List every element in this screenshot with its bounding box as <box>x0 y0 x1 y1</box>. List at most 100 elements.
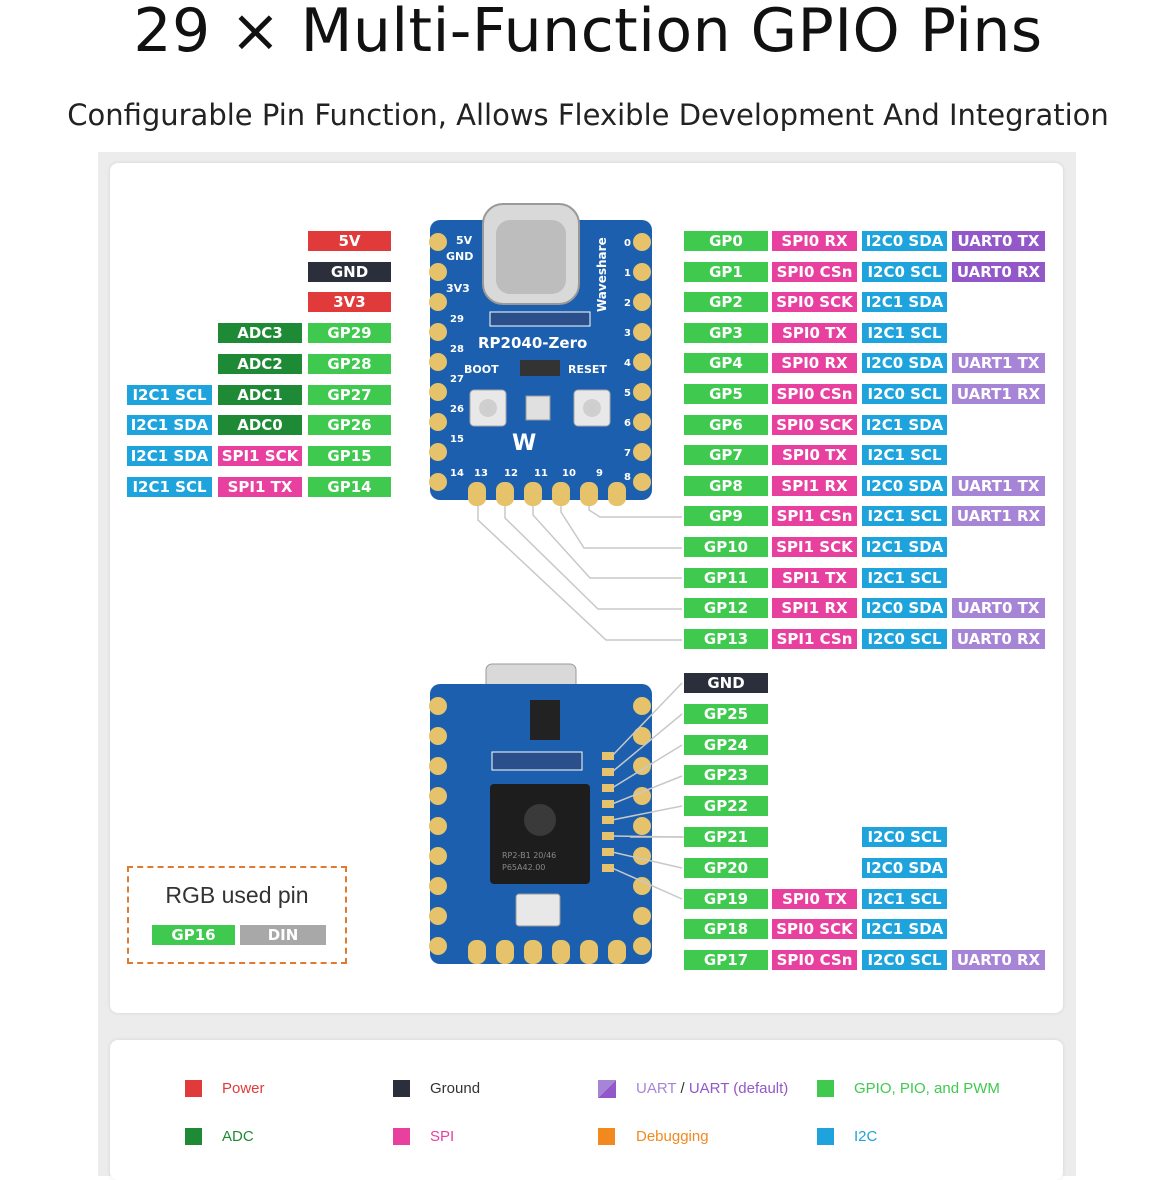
bottom-i2c-tag: I2C0 SDA <box>862 857 947 878</box>
svg-text:12: 12 <box>504 468 518 479</box>
board-top: 5V GND 3V3 Waveshare RP2040-Zero BOOT RE… <box>429 203 652 506</box>
right-i2c-tag: I2C1 SCL <box>862 567 947 588</box>
svg-text:29: 29 <box>450 314 464 325</box>
right-i2c-tag: I2C1 SDA <box>862 414 947 435</box>
right-gpio-tag: GP0 <box>684 231 768 251</box>
svg-text:10: 10 <box>562 468 576 479</box>
legend-gpio-swatch <box>817 1080 834 1097</box>
chip-marking-1: RP2-B1 20/46 <box>502 851 556 860</box>
svg-text:14: 14 <box>450 468 464 479</box>
right-gpio-tag: GP6 <box>684 414 768 435</box>
chip-marking-2: P65A42.00 <box>502 863 545 872</box>
page-subtitle: Configurable Pin Function, Allows Flexib… <box>67 98 1109 132</box>
svg-text:7: 7 <box>624 448 631 459</box>
rgb-pin-din: DIN <box>240 925 326 945</box>
svg-text:11: 11 <box>534 468 548 479</box>
left-pin-tag: GP27 <box>308 384 391 405</box>
board-right-numbers: 0 1 2 3 4 5 6 7 8 <box>624 238 631 483</box>
right-i2c-tag: I2C0 SDA <box>862 475 947 496</box>
bottom-gpio-tag: GP20 <box>684 857 768 878</box>
right-gpio-tag: GP13 <box>684 628 768 649</box>
legend-card <box>110 1040 1063 1180</box>
svg-text:27: 27 <box>450 374 464 385</box>
svg-text:9: 9 <box>596 468 603 479</box>
right-spi-tag: SPI0 TX <box>772 445 857 466</box>
svg-text:3: 3 <box>624 328 631 339</box>
svg-text:2: 2 <box>624 298 631 309</box>
right-spi-tag: SPI1 SCK <box>772 537 857 557</box>
right-spi-tag: SPI1 CSn <box>772 506 857 527</box>
bottom-spi-tag: SPI0 CSn <box>772 950 857 971</box>
svg-text:4: 4 <box>624 358 631 369</box>
bottom-uart-tag: UART0 RX <box>952 950 1045 971</box>
board-bottom: RP2-B1 20/46 P65A42.00 <box>429 663 652 964</box>
bottom-gpio-tag: GP25 <box>684 703 768 724</box>
right-uart-tag: UART1 RX <box>952 506 1045 527</box>
bottom-side-pads <box>602 752 614 872</box>
right-spi-tag: SPI0 RX <box>772 231 857 251</box>
legend-ground-swatch <box>393 1080 410 1097</box>
bottom-pads <box>468 482 626 506</box>
board-bottom-numbers: 14 13 12 11 10 9 <box>450 468 603 479</box>
left-pin-tag: GP28 <box>308 353 391 374</box>
board-label-3v3: 3V3 <box>446 282 470 295</box>
left-pin-tag: GP29 <box>308 323 391 344</box>
right-i2c-tag: I2C0 SDA <box>862 598 947 619</box>
left-function-tag: ADC1 <box>218 384 302 405</box>
left-pin-tag: 3V3 <box>308 292 391 313</box>
left-i2c-tag: I2C1 SCL <box>127 476 212 497</box>
right-uart-tag: UART0 RX <box>952 628 1045 649</box>
right-gpio-tag: GP2 <box>684 292 768 313</box>
board-label-reset: RESET <box>568 363 607 376</box>
legend-power-swatch <box>185 1080 202 1097</box>
left-function-tag: ADC3 <box>218 323 302 344</box>
bottom-gpio-tag: GP22 <box>684 796 768 817</box>
legend-spi-label: SPI <box>430 1128 455 1145</box>
bottom-gpio-tag: GP24 <box>684 734 768 755</box>
legend-spi-swatch <box>393 1128 410 1145</box>
rgb-pin-box <box>127 866 347 964</box>
bottom-spi-tag: SPI0 TX <box>772 888 857 909</box>
legend-ground-label: Ground <box>430 1080 481 1097</box>
left-function-tag: SPI1 TX <box>218 476 302 497</box>
rgb-pin-gp16: GP16 <box>152 925 235 945</box>
right-i2c-tag: I2C0 SDA <box>862 353 947 374</box>
right-spi-tag: SPI0 RX <box>772 353 857 374</box>
legend-debugging-label: Debugging <box>636 1128 709 1145</box>
bottom-i2c-tag: I2C0 SCL <box>862 827 947 847</box>
svg-text:8: 8 <box>624 472 631 483</box>
left-function-tag: ADC2 <box>218 353 302 374</box>
bottom-i2c-tag: I2C1 SCL <box>862 888 947 909</box>
bottom-gpio-tag: GP21 <box>684 827 768 847</box>
left-function-tag: ADC0 <box>218 415 302 436</box>
right-spi-tag: SPI0 SCK <box>772 414 857 435</box>
legend-adc-label: ADC <box>222 1128 254 1145</box>
legend-uart-text: UART <box>636 1080 677 1097</box>
right-gpio-tag: GP7 <box>684 445 768 466</box>
board-label-brand: Waveshare <box>595 237 609 312</box>
legend-debugging-swatch <box>598 1128 615 1145</box>
bottom-gpio-tag: GP23 <box>684 765 768 786</box>
board-label-name: RP2040-Zero <box>478 334 587 352</box>
board-label-boot: BOOT <box>464 363 499 376</box>
right-gpio-tag: GP5 <box>684 384 768 404</box>
bottom-gpio-tag: GP18 <box>684 919 768 940</box>
right-uart-tag: UART0 TX <box>952 598 1045 619</box>
right-uart-tag: UART0 TX <box>952 231 1045 251</box>
legend-gpio-label: GPIO, PIO, and PWM <box>854 1080 1000 1097</box>
right-spi-tag: SPI1 TX <box>772 567 857 588</box>
bottom-left-pads <box>429 697 447 955</box>
right-spi-tag: SPI0 CSn <box>772 261 857 282</box>
right-spi-tag: SPI1 RX <box>772 475 857 496</box>
legend-i2c-label: I2C <box>854 1128 878 1145</box>
right-pads <box>633 233 651 491</box>
legend-uart-default-text: UART (default) <box>688 1080 789 1097</box>
right-gpio-tag: GP9 <box>684 506 768 527</box>
rgb-led <box>525 395 551 421</box>
svg-text:1: 1 <box>624 268 631 279</box>
right-gpio-tag: GP3 <box>684 322 768 343</box>
board-logo: W <box>512 431 536 456</box>
left-pin-tag: GP14 <box>308 476 391 497</box>
right-spi-tag: SPI0 TX <box>772 322 857 343</box>
